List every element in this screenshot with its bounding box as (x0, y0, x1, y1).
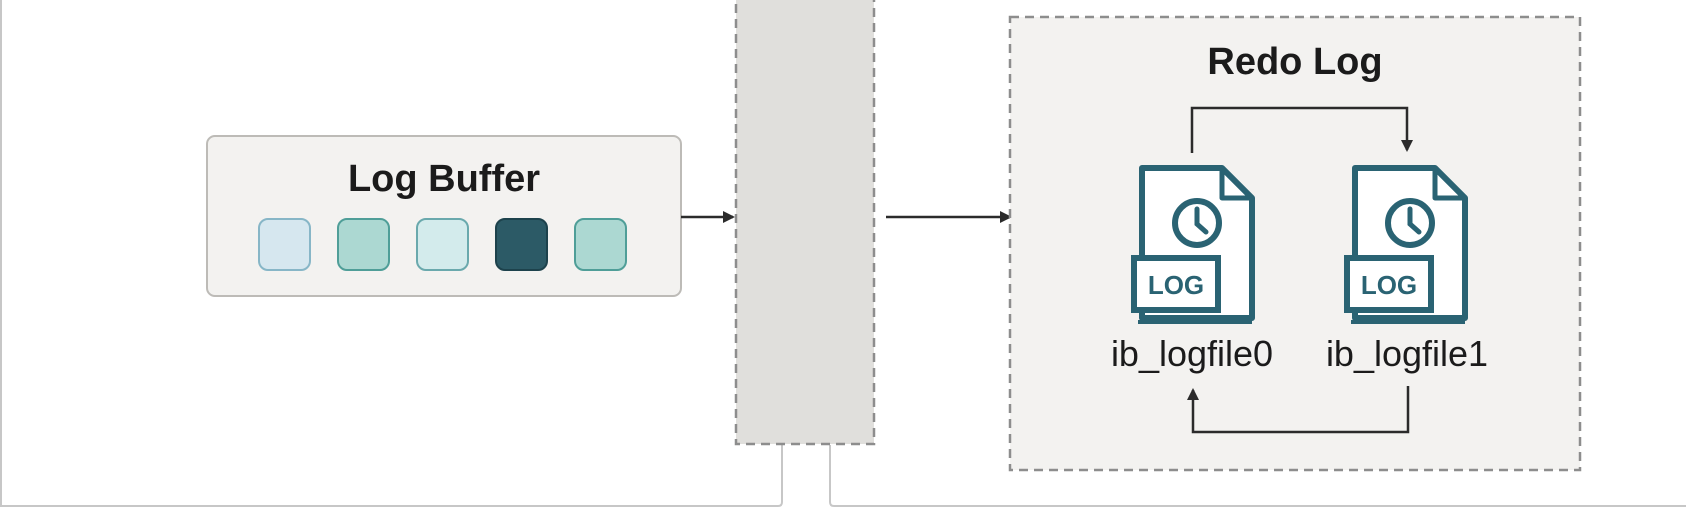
log-icon-label: LOG (1361, 270, 1417, 300)
log-buffer-slot (337, 218, 390, 271)
log-file-0-name: ib_logfile0 (1111, 333, 1273, 374)
log-file-clock-icon: LOG (1131, 165, 1255, 324)
log-buffer-title: Log Buffer (348, 158, 540, 200)
log-buffer-slot (258, 218, 311, 271)
redo-log-panel: Redo Log (1008, 15, 1582, 472)
arrow-logfile1-to-logfile0 (1187, 386, 1410, 434)
log-buffer-box: Log Buffer (206, 135, 682, 297)
log-buffer-slots (258, 218, 627, 271)
arrow-logfile0-to-logfile1 (1190, 106, 1413, 153)
log-buffer-slot (574, 218, 627, 271)
flush-column (734, 0, 876, 446)
log-buffer-slot (416, 218, 469, 271)
log-file-1: LOG ib_logfile1 (1326, 165, 1488, 374)
log-file-clock-icon: LOG (1344, 165, 1468, 324)
redo-log-title: Redo Log (1207, 41, 1382, 83)
log-buffer-slot (495, 218, 548, 271)
log-file-1-name: ib_logfile1 (1326, 333, 1488, 374)
log-file-0: LOG ib_logfile0 (1111, 165, 1273, 374)
log-icon-label: LOG (1148, 270, 1204, 300)
